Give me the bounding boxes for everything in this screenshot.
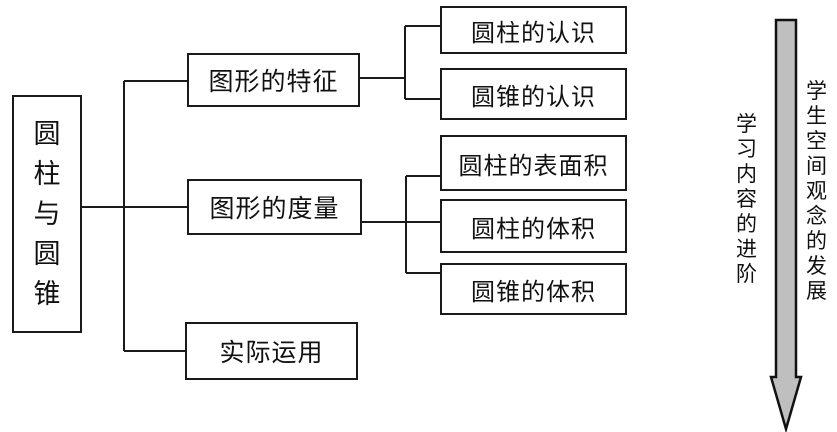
node-practical-application: 实际运用 xyxy=(185,322,358,380)
node-cylinder-volume-label: 圆柱的体积 xyxy=(471,216,596,243)
node-shape-measurement: 图形的度量 xyxy=(187,179,362,235)
tree-connector-path xyxy=(82,25,440,352)
node-cylinder-understanding-label: 圆柱的认识 xyxy=(471,20,596,47)
node-cone-understanding: 圆锥的认识 xyxy=(440,68,627,120)
node-shape-measurement-label: 图形的度量 xyxy=(209,196,340,223)
down-arrow-icon xyxy=(769,18,803,432)
node-cylinder-surface-area-label: 圆柱的表面积 xyxy=(458,153,609,180)
node-cone-volume: 圆锥的体积 xyxy=(440,263,627,315)
node-cylinder-volume: 圆柱的体积 xyxy=(440,199,627,253)
node-cylinder-surface-area: 圆柱的表面积 xyxy=(440,135,627,191)
node-cylinder-and-cone: 圆柱与圆锥 xyxy=(12,95,82,333)
label-spatial-concept-development-text: 学生空间观念的发展 xyxy=(806,79,827,303)
node-cone-understanding-label: 圆锥的认识 xyxy=(471,84,596,111)
node-cone-volume-label: 圆锥的体积 xyxy=(471,279,596,306)
node-shape-features: 图形的特征 xyxy=(187,53,360,107)
label-learning-content-progression-text: 学习内容的进阶 xyxy=(736,112,757,286)
label-spatial-concept-development: 学生空间观念的发展 xyxy=(806,79,827,304)
node-cylinder-understanding: 圆柱的认识 xyxy=(440,6,627,54)
node-practical-application-label: 实际运用 xyxy=(219,340,324,367)
node-cylinder-and-cone-label: 圆柱与圆锥 xyxy=(33,119,61,309)
node-shape-features-label: 图形的特征 xyxy=(208,69,339,96)
label-learning-content-progression: 学习内容的进阶 xyxy=(736,112,757,287)
